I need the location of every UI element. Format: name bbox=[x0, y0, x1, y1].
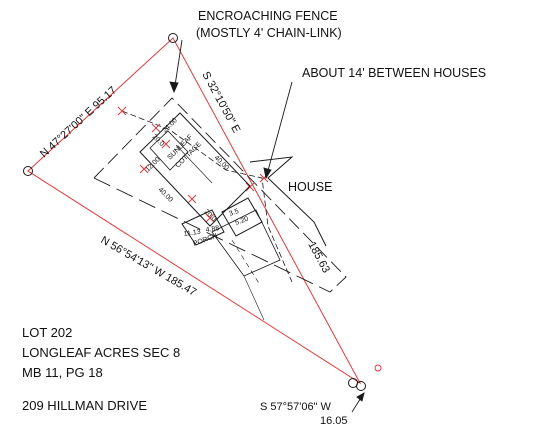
cottage-partition bbox=[175, 144, 213, 184]
dim-11: 11.13 bbox=[183, 229, 201, 238]
setback-line bbox=[93, 97, 347, 293]
house-label: HOUSE bbox=[288, 180, 332, 194]
street-address: 209 HILLMAN DRIVE bbox=[22, 398, 147, 413]
corner-marker-south-east bbox=[356, 381, 366, 391]
corner-marker-west bbox=[23, 166, 33, 176]
south-line-bearing: S 57°57'06" W bbox=[260, 401, 332, 413]
fence-note-line2: (MOSTLY 4' CHAIN-LINK) bbox=[196, 26, 342, 40]
lot-boundary bbox=[27, 37, 362, 385]
fence-note-line1: ENCROACHING FENCE bbox=[198, 9, 338, 23]
dim-4: 4.88 bbox=[205, 225, 220, 234]
dim-520: 5.20 bbox=[234, 216, 249, 227]
dim-40b: 40.00 bbox=[157, 186, 174, 203]
fence-leader bbox=[169, 39, 183, 94]
east-line-distance: 185.63 bbox=[305, 240, 332, 275]
subdivision-name: LONGLEAF ACRES SEC 8 bbox=[22, 345, 180, 360]
cottage-inner-room bbox=[149, 130, 189, 171]
corner-marker-inner-red bbox=[374, 364, 382, 372]
south-line-distance: 16.05 bbox=[320, 415, 348, 427]
north-line-bearing: N 47°27'00" E 95.17 bbox=[38, 84, 119, 160]
encroaching-fence-line bbox=[121, 110, 293, 283]
fence-markers bbox=[117, 106, 269, 223]
driveway-outline bbox=[211, 209, 281, 277]
porch-footprint bbox=[181, 209, 225, 246]
dim-35: 3.5 bbox=[228, 208, 240, 218]
neighbor-house-outline bbox=[249, 156, 327, 247]
corner-marker-north bbox=[168, 33, 178, 43]
gap-note: ABOUT 14' BETWEEN HOUSES bbox=[302, 66, 486, 80]
setback-line-diagonal bbox=[93, 177, 331, 293]
dim-40a: 40.00 bbox=[213, 154, 230, 171]
dim-24: 24.00 bbox=[161, 117, 178, 134]
south-distance-leader bbox=[351, 392, 365, 413]
dim-12: 12.00 bbox=[144, 156, 161, 173]
gap-leader bbox=[263, 81, 293, 180]
driveway-edge bbox=[243, 275, 265, 321]
lot-number: LOT 202 bbox=[22, 325, 72, 340]
southwest-line-bearing: N 56°54'13" W 185.47 bbox=[99, 234, 199, 299]
map-book-reference: MB 11, PG 18 bbox=[22, 365, 103, 380]
cottage-footprint bbox=[139, 112, 251, 227]
